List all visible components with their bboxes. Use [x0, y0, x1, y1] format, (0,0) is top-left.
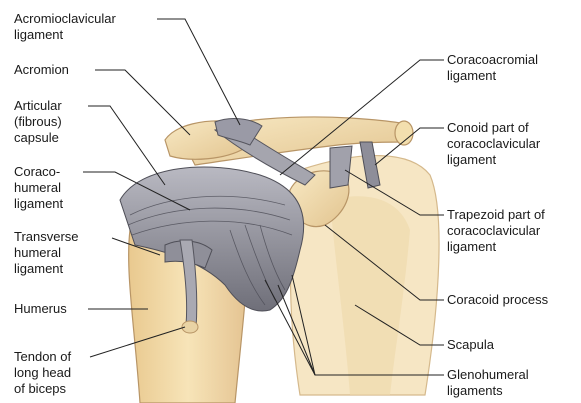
label-coracoid-process: Coracoid process [447, 292, 548, 308]
trapezoid-band [330, 146, 352, 188]
label-conoid-part: Conoid part of coracoclavicular ligament [447, 120, 540, 168]
leader-acromion [95, 70, 190, 135]
label-trapezoid-part: Trapezoid part of coracoclavicular ligam… [447, 207, 545, 255]
label-acromion: Acromion [14, 62, 69, 78]
leader-articular-capsule [88, 106, 165, 185]
label-coracoacromial-ligament: Coracoacromial ligament [447, 52, 538, 84]
label-biceps-tendon: Tendon of long head of biceps [14, 349, 71, 397]
label-glenohumeral-ligaments: Glenohumeral ligaments [447, 367, 529, 399]
leader-acromioclavicular [157, 19, 240, 125]
label-articular-capsule: Articular (fibrous) capsule [14, 98, 62, 146]
label-humerus: Humerus [14, 301, 67, 317]
label-transverse-humeral-ligament: Transverse humeral ligament [14, 229, 79, 277]
label-scapula: Scapula [447, 337, 494, 353]
label-acromioclavicular-ligament: Acromioclavicular ligament [14, 11, 116, 43]
label-coracohumeral-ligament: Coraco- humeral ligament [14, 164, 63, 212]
